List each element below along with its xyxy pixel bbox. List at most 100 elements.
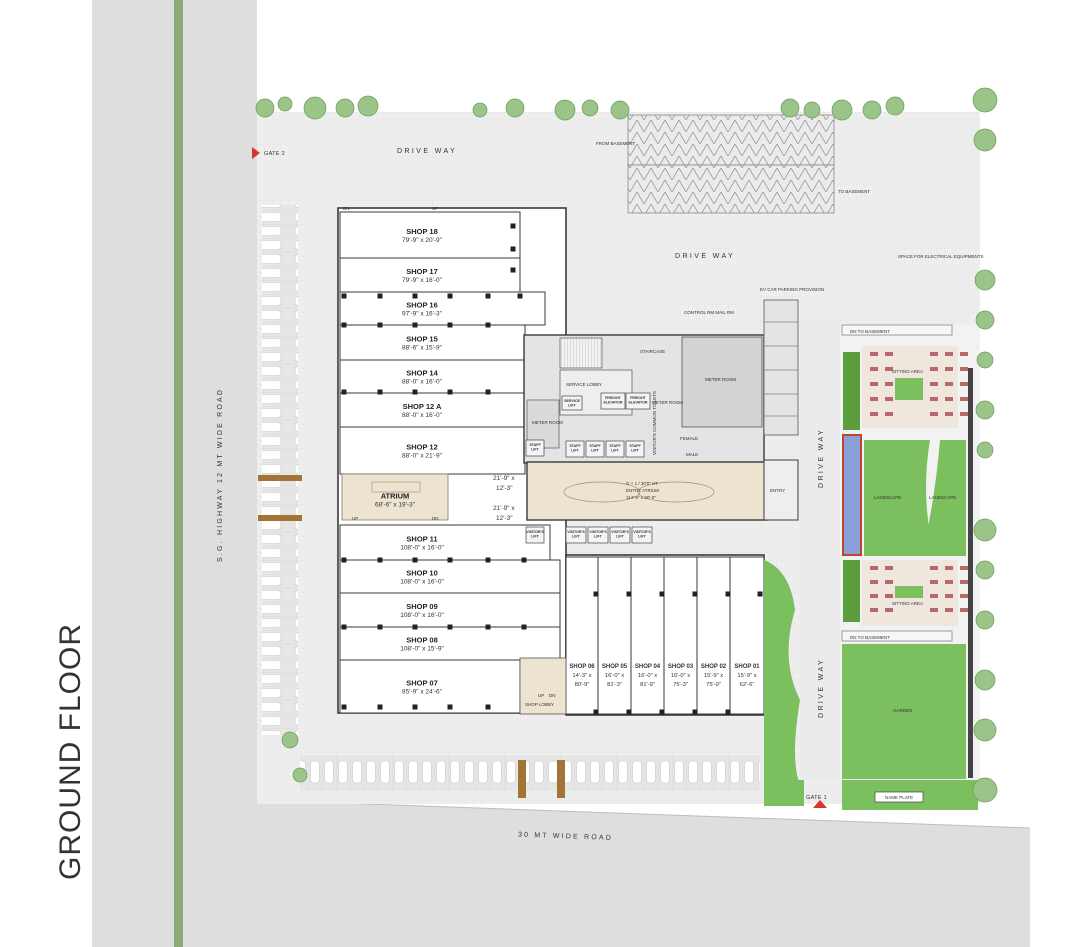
space-electrical-label: SPACE FOR ELECTRICAL EQUIPMENTS	[898, 254, 984, 259]
column	[412, 293, 418, 299]
bench	[557, 760, 565, 798]
lift-label: LIFT	[616, 535, 624, 539]
shop-dimension: 85'-9" x 24'-6"	[402, 689, 443, 696]
column	[412, 704, 418, 710]
sitting-bench	[960, 566, 968, 570]
name-plate-label: NAME PLATE	[885, 795, 913, 800]
right-driveway	[800, 320, 840, 780]
shop-dimension: 81'-9"	[640, 682, 655, 688]
sitting-bench	[960, 397, 968, 401]
tree	[610, 100, 630, 120]
sitting-bench	[870, 608, 878, 612]
lift-shaft	[525, 526, 545, 544]
column	[485, 624, 491, 630]
dn-basement-strip	[841, 630, 953, 642]
shop-dimension: 81'-3"	[607, 682, 622, 688]
tree	[581, 99, 599, 117]
shop-name: SHOP 11	[406, 535, 437, 544]
staircase-core	[559, 337, 603, 369]
landscape-lawn-right	[922, 440, 966, 556]
sitting-bench	[960, 412, 968, 416]
column	[659, 709, 665, 715]
driveway-right-label: DRIVE WAY	[818, 428, 825, 488]
shop-name: SHOP 08	[406, 636, 438, 645]
column	[521, 557, 527, 563]
shop-dimension: 88'-0" x 21'-9"	[402, 453, 443, 460]
staircase-label: STAIRCASE	[640, 349, 665, 354]
sitting-bench	[885, 352, 893, 356]
lift-label: LIFT	[531, 535, 539, 539]
hedge	[843, 352, 860, 430]
gate-2-label: GATE 2	[264, 151, 285, 157]
tree	[975, 400, 995, 420]
lift-label: LIFT	[531, 448, 539, 452]
shop-name: SHOP 15	[406, 335, 438, 344]
sitting-bench	[930, 382, 938, 386]
shop-name: SHOP 14	[406, 369, 438, 378]
driveway-top-label: DRIVE WAY	[397, 148, 457, 155]
atrium-dim-upper-1: 21'-9" x	[493, 475, 515, 482]
shop-dimension: 108'-0" x 16'-0"	[400, 545, 444, 552]
shop-name: SHOP 03	[668, 664, 694, 670]
column	[485, 704, 491, 710]
name-plate	[874, 791, 924, 803]
tree	[281, 731, 299, 749]
sitting-bench	[930, 367, 938, 371]
column	[757, 591, 763, 597]
atrium-dim-lower-2: 12'-3"	[496, 515, 513, 522]
shop-dimension: 108'-0" x 15'-9"	[400, 646, 444, 653]
lift-label: LIFT	[611, 449, 619, 453]
shop-unit	[339, 559, 561, 594]
shop-unit	[339, 211, 521, 259]
column	[377, 293, 383, 299]
sitting-bench	[885, 566, 893, 570]
shop-name: SHOP 17	[406, 267, 438, 276]
entry-lobby	[763, 459, 799, 521]
shop-name: SHOP 12 A	[403, 402, 442, 411]
shop-name: SHOP 10	[406, 569, 438, 578]
lift-shaft	[565, 526, 587, 544]
driveway-middle-label: DRIVE WAY	[675, 253, 735, 260]
meter-room-right	[681, 336, 763, 428]
sitting-area-label-1: SITTING AREA	[892, 369, 923, 374]
tree	[972, 777, 998, 803]
column	[692, 709, 698, 715]
tree	[831, 99, 853, 121]
shop-unit	[597, 556, 632, 715]
tree	[975, 610, 995, 630]
atrium-up-label: UP	[352, 516, 358, 521]
shop-dimension: 62'-6"	[740, 682, 755, 688]
tree	[255, 98, 275, 118]
sitting-bench	[945, 566, 953, 570]
shop-unit	[729, 556, 765, 715]
entry-atrium	[526, 461, 768, 521]
tree	[505, 98, 525, 118]
sitting-bench	[945, 608, 953, 612]
tree	[780, 98, 800, 118]
lift-label: STAFF	[609, 444, 621, 448]
column	[412, 557, 418, 563]
lift-label: STAFF	[529, 443, 541, 447]
column	[341, 293, 347, 299]
sitting-bench	[960, 594, 968, 598]
sitting-bench	[930, 412, 938, 416]
shop-unit	[339, 524, 551, 561]
lift-label: FREIGHT	[630, 396, 647, 400]
driveway-right-lower-label: DRIVE WAY	[818, 658, 825, 718]
lift-shaft	[609, 526, 631, 544]
lift-shaft	[600, 392, 626, 410]
shop-dimension: 88'-0" x 16'-0"	[402, 412, 443, 419]
lift-label: LIFT	[572, 535, 580, 539]
sitting-bench	[870, 580, 878, 584]
tree	[357, 95, 379, 117]
shop-unit	[663, 556, 698, 715]
sitting-bench	[885, 594, 893, 598]
sitting-bench	[945, 594, 953, 598]
sitting-bench	[930, 397, 938, 401]
shop-name: SHOP 01	[734, 664, 760, 670]
female-label: FEMALE	[680, 436, 698, 441]
shop-dimension: 79'-9" x 20'-9"	[402, 237, 443, 244]
tree	[803, 101, 821, 119]
entry-atrium-label-3: 114'-9" x 30'-0"	[626, 495, 656, 500]
lobby-dn-label: DN	[549, 693, 556, 698]
